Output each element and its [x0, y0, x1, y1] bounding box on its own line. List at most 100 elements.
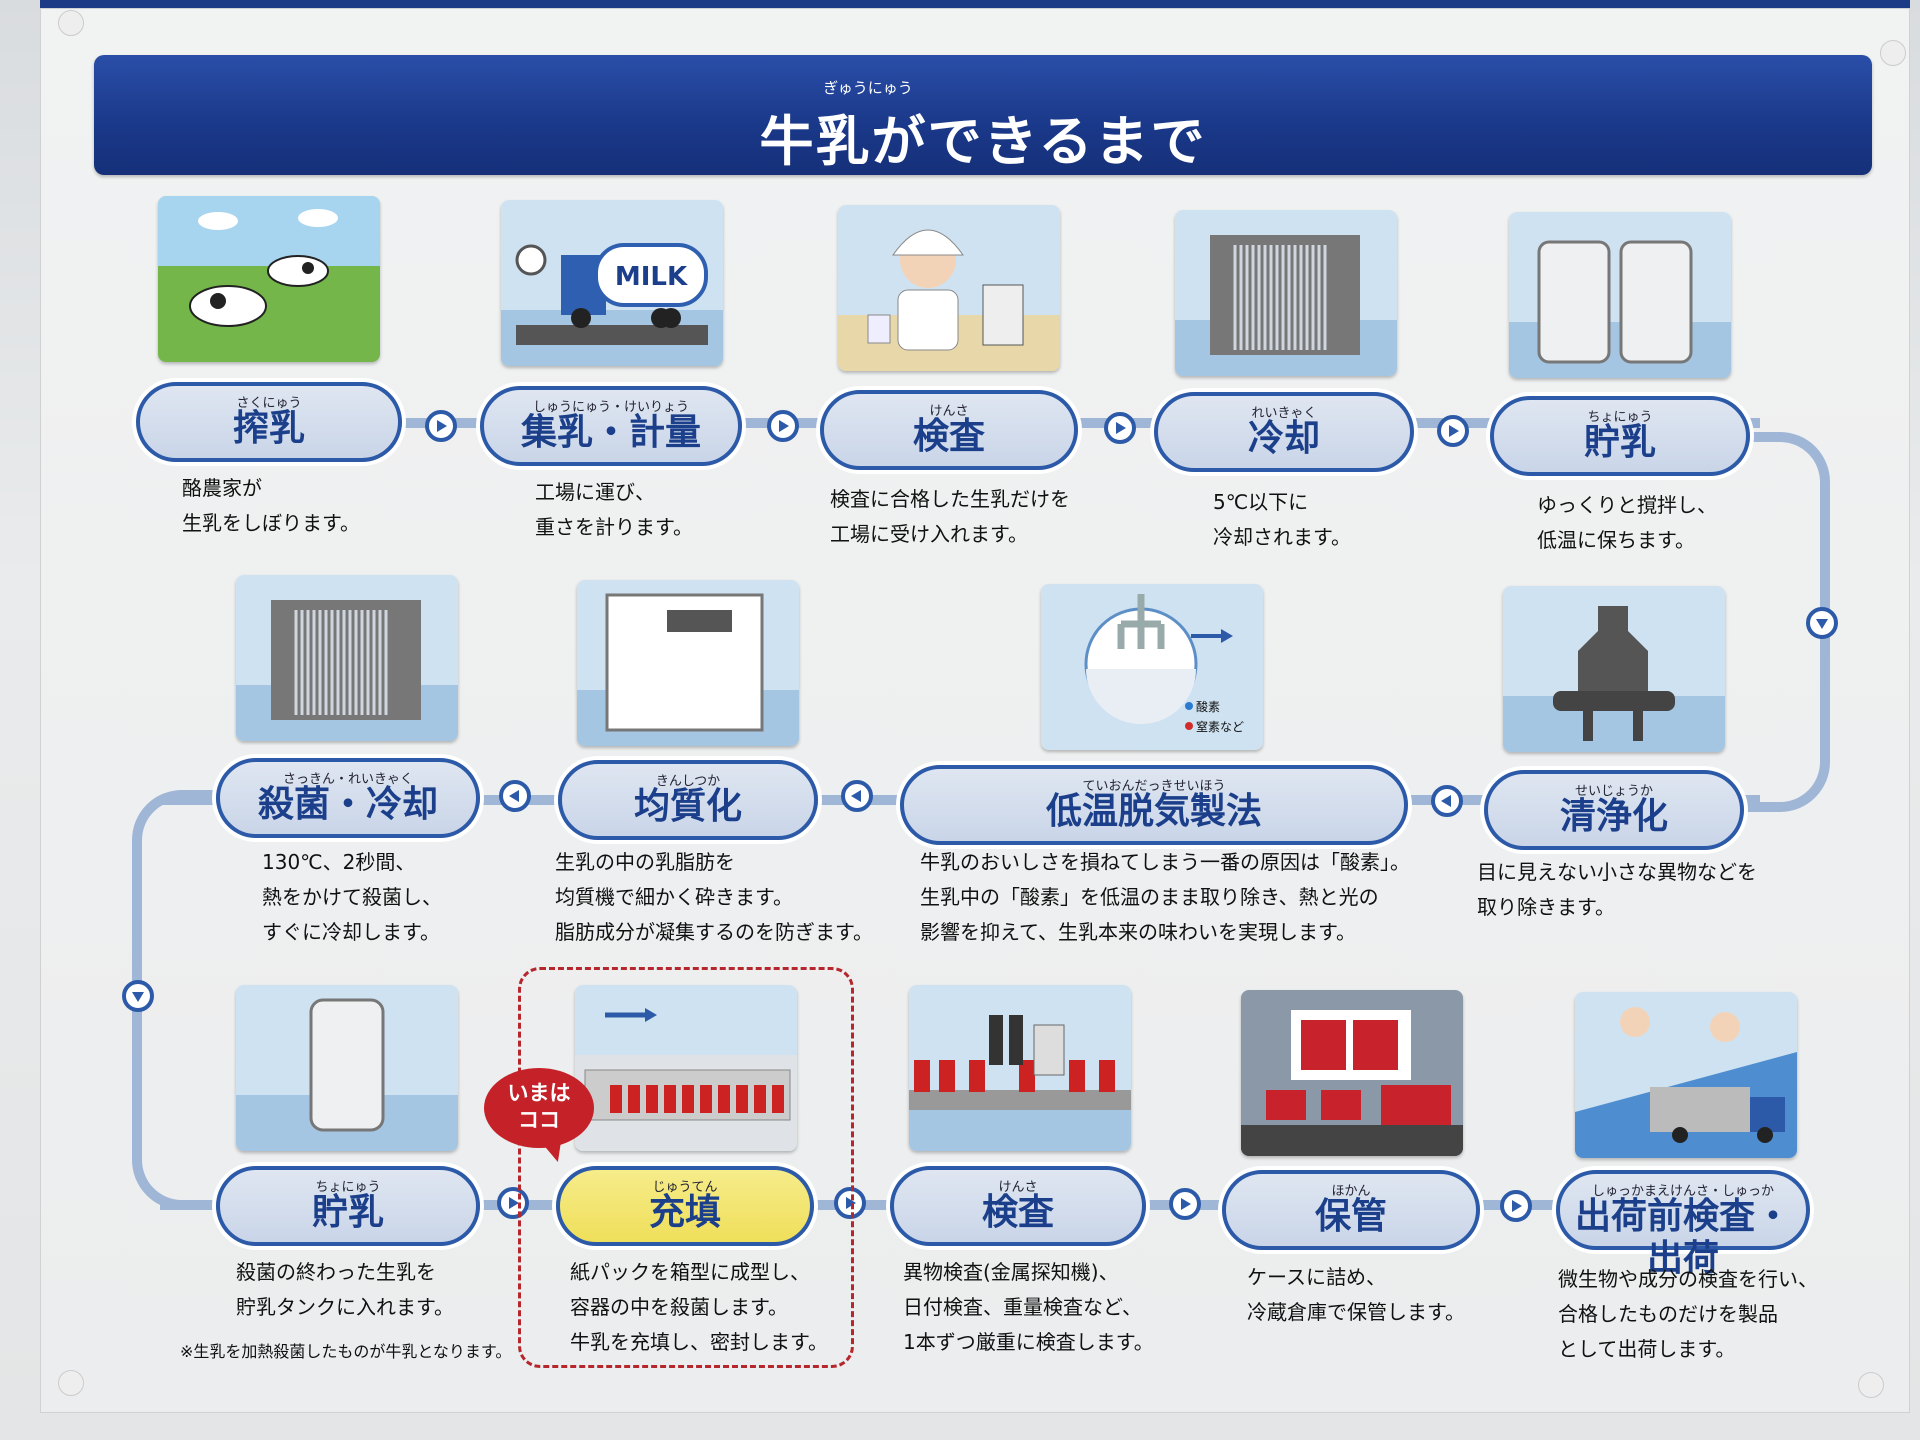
step-title: 清浄化: [1559, 796, 1668, 837]
svg-text:酸素: 酸素: [1196, 699, 1220, 714]
step-title: 出荷前検査・出荷: [1574, 1196, 1791, 1279]
description-line: 牛乳を充填し、密封します。: [570, 1330, 828, 1354]
description-line: 取り除きます。: [1477, 895, 1615, 919]
step-label: きんしつか均質化: [558, 760, 818, 840]
step-title: 貯乳: [1583, 422, 1656, 463]
description-line: 冷却されます。: [1213, 525, 1351, 549]
step-label: ちょにゅう貯乳: [1490, 396, 1750, 476]
description-line: 130℃、2秒間、: [262, 850, 416, 874]
step-furigana: しゅうにゅう・けいりょう: [532, 400, 689, 415]
step-furigana: れいきゃく: [1251, 406, 1317, 421]
step-label: ていおんだっきせいほう低温脱気製法: [900, 765, 1408, 845]
step-illustration: [1509, 212, 1731, 378]
description-line: 工場に受け入れます。: [830, 522, 1028, 546]
flow-arrow-right-icon: [1169, 1188, 1201, 1220]
step-illustration: [575, 985, 797, 1151]
flow-arrow-right-icon: [1500, 1190, 1532, 1222]
description-line: 脂肪成分が凝集するのを防ぎます。: [555, 920, 873, 944]
description-line: 生乳中の「酸素」を低温のまま取り除き、熱と光の: [920, 885, 1379, 909]
description-line: 低温に保ちます。: [1537, 528, 1695, 552]
step-description: 微生物や成分の検査を行い、合格したものだけを製品として出荷します。: [1558, 1262, 1818, 1367]
step-description: 5℃以下に冷却されます。: [1213, 485, 1351, 555]
step-illustration: [236, 575, 458, 741]
step-description: 工場に運び、重さを計ります。: [535, 475, 693, 545]
step-illustration: [1575, 992, 1797, 1158]
description-line: ゆっくりと撹拌し、: [1537, 493, 1717, 517]
step-label: さくにゅう搾乳: [136, 382, 402, 462]
flow-arrow-right-icon: [1104, 412, 1136, 444]
step-description: 目に見えない小さな異物などを取り除きます。: [1477, 855, 1757, 925]
description-line: 紙パックを箱型に成型し、: [570, 1260, 810, 1284]
step-title: 殺菌・冷却: [257, 784, 438, 825]
step-furigana: ちょにゅう: [315, 1180, 381, 1195]
illustration-graphic: [1575, 992, 1797, 1158]
step-description: 検査に合格した生乳だけを工場に受け入れます。: [830, 482, 1070, 552]
marker-line-2: ココ: [518, 1108, 560, 1132]
flow-arrow-down-icon: [1806, 607, 1838, 639]
step-description: 紙パックを箱型に成型し、容器の中を殺菌します。牛乳を充填し、密封します。: [570, 1255, 828, 1360]
step-title: 集乳・計量: [520, 412, 701, 453]
step-furigana: ほかん: [1331, 1184, 1371, 1199]
step-description: 殺菌の終わった生乳を貯乳タンクに入れます。: [236, 1255, 454, 1325]
step-illustration: [909, 985, 1131, 1151]
flow-arrow-right-icon: [425, 410, 457, 442]
current-position-marker: いまはココ: [484, 1068, 594, 1148]
illustration-graphic: [575, 985, 797, 1151]
description-line: 日付検査、重量検査など、: [903, 1295, 1142, 1319]
step-illustration: MILK: [501, 200, 723, 366]
title-banner: ぎゅうにゅう 牛乳ができるまで: [94, 55, 1872, 175]
step-furigana: きんしつか: [655, 774, 721, 789]
svg-text:窒素など: 窒素など: [1196, 719, 1244, 734]
step-illustration: [838, 205, 1060, 371]
illustration-graphic: [1175, 210, 1397, 376]
step-description: 130℃、2秒間、熱をかけて殺菌し、すぐに冷却します。: [262, 845, 442, 950]
screw: [1858, 1372, 1884, 1398]
step-label: れいきゃく冷却: [1154, 392, 1414, 472]
step-description: 異物検査(金属探知機)、日付検査、重量検査など、1本ずつ厳重に検査します。: [903, 1255, 1154, 1360]
step-title: 冷却: [1247, 418, 1320, 459]
top-edge: [40, 0, 1910, 10]
description-line: 均質機で細かく砕きます。: [555, 885, 793, 909]
flow-arrow-right-icon: [767, 410, 799, 442]
step-label: せいじょうか清浄化: [1484, 770, 1744, 850]
description-line: 目に見えない小さな異物などを: [1477, 860, 1757, 884]
description-line: 冷蔵倉庫で保管します。: [1247, 1300, 1465, 1324]
step-furigana: ちょにゅう: [1587, 410, 1653, 425]
description-line: 酪農家が: [182, 476, 262, 500]
flow-arrow-left-icon: [499, 780, 531, 812]
step-furigana: さくにゅう: [236, 396, 302, 411]
step-label: しゅっかまえけんさ・しゅっか出荷前検査・出荷: [1556, 1170, 1810, 1279]
step-illustration: [1175, 210, 1397, 376]
step-title: 充填: [648, 1192, 721, 1233]
step-label: じゅうてん充填: [556, 1166, 814, 1246]
footnote: ※生乳を加熱殺菌したものが牛乳となります。: [180, 1342, 512, 1361]
step-description: 酪農家が生乳をしぼります。: [182, 471, 360, 541]
step-title: 検査: [912, 416, 985, 457]
illustration-graphic: [838, 205, 1060, 371]
step-label: さっきん・れいきゃく殺菌・冷却: [216, 758, 480, 838]
step-label: しゅうにゅう・けいりょう集乳・計量: [480, 386, 742, 466]
description-line: 5℃以下に: [1213, 490, 1309, 514]
description-line: 工場に運び、: [535, 480, 655, 504]
description-line: 容器の中を殺菌します。: [570, 1295, 788, 1319]
step-title: 均質化: [633, 786, 742, 827]
illustration-graphic: [236, 575, 458, 741]
step-furigana: じゅうてん: [652, 1180, 718, 1195]
illustration-graphic: [1509, 212, 1731, 378]
description-line: 熱をかけて殺菌し、: [262, 885, 442, 909]
illustration-graphic: [909, 985, 1131, 1151]
description-line: 微生物や成分の検査を行い、: [1558, 1267, 1818, 1291]
flow-arrow-left-icon: [841, 780, 873, 812]
step-illustration: [577, 580, 799, 746]
marker-line-1: いまは: [507, 1081, 571, 1105]
title-furigana: ぎゅうにゅう: [823, 79, 913, 97]
step-title: 検査: [981, 1192, 1054, 1233]
step-furigana: しゅっかまえけんさ・しゅっか: [1591, 1184, 1774, 1199]
step-label: ちょにゅう貯乳: [216, 1166, 480, 1246]
description-line: 生乳をしぼります。: [182, 511, 360, 535]
step-description: 牛乳のおいしさを損ねてしまう一番の原因は「酸素」。生乳中の「酸素」を低温のまま取…: [920, 845, 1410, 950]
description-line: 影響を抑えて、生乳本来の味わいを実現します。: [920, 920, 1356, 944]
illustration-graphic: [1503, 586, 1725, 752]
page-title: 牛乳ができるまで: [759, 110, 1207, 173]
